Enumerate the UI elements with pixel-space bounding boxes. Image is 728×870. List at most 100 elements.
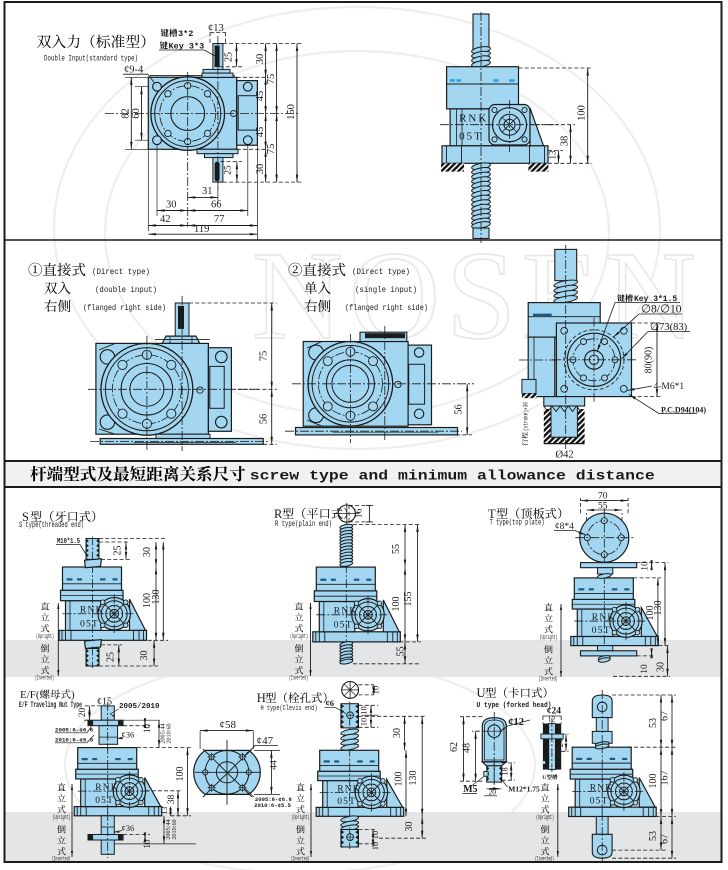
svg-text:31: 31 <box>202 186 213 197</box>
svg-text:(Upright): (Upright) <box>292 814 310 821</box>
svg-text:48: 48 <box>462 743 473 753</box>
svg-text:130: 130 <box>408 771 419 786</box>
svg-text:∅8/∅10: ∅8/∅10 <box>641 304 682 316</box>
svg-text:4-M6*1: 4-M6*1 <box>654 382 685 392</box>
svg-text:2010:6-¢5.5: 2010:6-¢5.5 <box>254 802 292 809</box>
svg-text:M12*1.75: M12*1.75 <box>508 785 540 794</box>
svg-text:2005:6-¢6.6: 2005:6-¢6.6 <box>55 727 94 734</box>
svg-text:U: U <box>477 686 486 700</box>
svg-text:56: 56 <box>259 414 270 425</box>
svg-text:62: 62 <box>449 742 460 752</box>
svg-text:10: 10 <box>359 706 369 715</box>
svg-text:¢36: ¢36 <box>122 730 135 740</box>
svg-text:25: 25 <box>224 52 235 62</box>
svg-text:10: 10 <box>142 724 152 734</box>
svg-text:Ø42: Ø42 <box>556 450 574 461</box>
svg-text:U: U <box>542 775 546 781</box>
svg-text:R: R <box>274 507 283 521</box>
svg-text:(Upright): (Upright) <box>540 634 558 641</box>
svg-text:RNK: RNK <box>80 606 104 616</box>
svg-text:Double Input(standard type): Double Input(standard type) <box>44 54 138 64</box>
svg-text:RNK: RNK <box>459 113 488 125</box>
svg-text:56: 56 <box>454 404 465 415</box>
svg-text:S type(threaded end): S type(threaded end) <box>19 521 84 530</box>
svg-text:(Upright): (Upright) <box>53 814 71 821</box>
svg-text:80(90): 80(90) <box>644 347 655 374</box>
svg-text:38: 38 <box>560 136 571 147</box>
svg-text:130: 130 <box>653 601 664 616</box>
svg-text:25: 25 <box>113 546 124 556</box>
svg-text:66: 66 <box>211 200 222 211</box>
svg-text:(flanged right side): (flanged right side) <box>83 303 166 313</box>
svg-text:05T: 05T <box>590 796 609 806</box>
svg-text:67: 67 <box>660 834 671 844</box>
svg-text:30: 30 <box>255 164 266 175</box>
svg-text:45: 45 <box>255 127 266 138</box>
svg-text:RNK: RNK <box>592 613 616 623</box>
svg-text:¢8*4: ¢8*4 <box>555 522 574 532</box>
svg-text:(Inverted): (Inverted) <box>52 856 71 863</box>
svg-text:(flanged right side): (flanged right side) <box>345 303 428 313</box>
svg-text:05T: 05T <box>95 796 114 806</box>
svg-text:(stroke)+30: (stroke)+30 <box>523 402 530 431</box>
svg-text:2005:6-¢6.6: 2005:6-¢6.6 <box>255 796 293 803</box>
svg-text:(Upright): (Upright) <box>36 633 54 640</box>
svg-text:T: T <box>488 507 496 521</box>
svg-text:2005:44: 2005:44 <box>165 819 172 839</box>
svg-text:16: 16 <box>355 509 365 519</box>
svg-text:¢6: ¢6 <box>326 698 335 708</box>
svg-text:30: 30 <box>139 651 150 661</box>
svg-text:20: 20 <box>489 788 497 797</box>
svg-text:¢9-4: ¢9-4 <box>124 65 144 76</box>
svg-text:55: 55 <box>598 502 608 512</box>
svg-text:(Direct type): (Direct type) <box>92 267 150 277</box>
svg-text:10: 10 <box>370 831 380 840</box>
svg-text:Key 3*3: Key 3*3 <box>169 42 205 52</box>
svg-text:75: 75 <box>266 144 277 155</box>
svg-text:30: 30 <box>404 822 415 832</box>
svg-text:12: 12 <box>548 714 556 723</box>
svg-text:20: 20 <box>78 708 88 718</box>
svg-text:05T: 05T <box>459 131 483 143</box>
svg-text:53: 53 <box>648 718 659 728</box>
svg-text:05T: 05T <box>592 626 611 636</box>
svg-text:2010:60: 2010:60 <box>171 819 178 839</box>
svg-text:¢47: ¢47 <box>257 735 274 747</box>
svg-text:(Upright): (Upright) <box>536 814 554 821</box>
svg-text:30: 30 <box>166 200 177 211</box>
svg-text:10: 10 <box>371 685 381 695</box>
svg-text:(single input): (single input) <box>355 285 417 295</box>
svg-text:(Direct type): (Direct type) <box>352 267 410 277</box>
svg-text:2005:44: 2005:44 <box>160 723 167 743</box>
svg-text:RNK: RNK <box>334 607 358 617</box>
svg-text:77: 77 <box>214 214 225 225</box>
svg-text:67: 67 <box>660 711 671 721</box>
svg-text:119: 119 <box>194 224 209 235</box>
svg-text:130: 130 <box>151 590 162 605</box>
svg-text:3*2: 3*2 <box>178 29 193 39</box>
svg-text:30: 30 <box>142 547 153 557</box>
svg-text:∅73(83): ∅73(83) <box>650 322 688 333</box>
svg-text:¢58: ¢58 <box>220 719 237 731</box>
svg-text:(Inverted): (Inverted) <box>535 856 554 863</box>
svg-text:(Inverted): (Inverted) <box>291 856 310 863</box>
svg-text:100: 100 <box>577 105 588 121</box>
svg-text:(double input): (double input) <box>95 285 157 295</box>
svg-text:13: 13 <box>160 807 169 815</box>
svg-text:75: 75 <box>259 351 270 362</box>
svg-text:100: 100 <box>645 606 656 621</box>
svg-text:P.C.D94(104): P.C.D94(104) <box>661 406 706 415</box>
svg-text:(Inverted): (Inverted) <box>289 675 308 682</box>
svg-text:10: 10 <box>641 561 651 571</box>
svg-text:155: 155 <box>403 592 414 607</box>
svg-text:T type(top plate): T type(top plate) <box>490 519 545 528</box>
svg-text:100: 100 <box>142 593 153 608</box>
svg-text:2005/2010: 2005/2010 <box>119 703 160 711</box>
svg-text:30: 30 <box>255 54 266 65</box>
svg-text:M5: M5 <box>463 784 477 795</box>
svg-text:(Upright): (Upright) <box>290 633 308 640</box>
svg-text:10: 10 <box>640 664 650 674</box>
svg-text:2010:60: 2010:60 <box>166 723 173 743</box>
svg-text:42: 42 <box>160 214 171 225</box>
svg-text:55: 55 <box>396 646 407 656</box>
